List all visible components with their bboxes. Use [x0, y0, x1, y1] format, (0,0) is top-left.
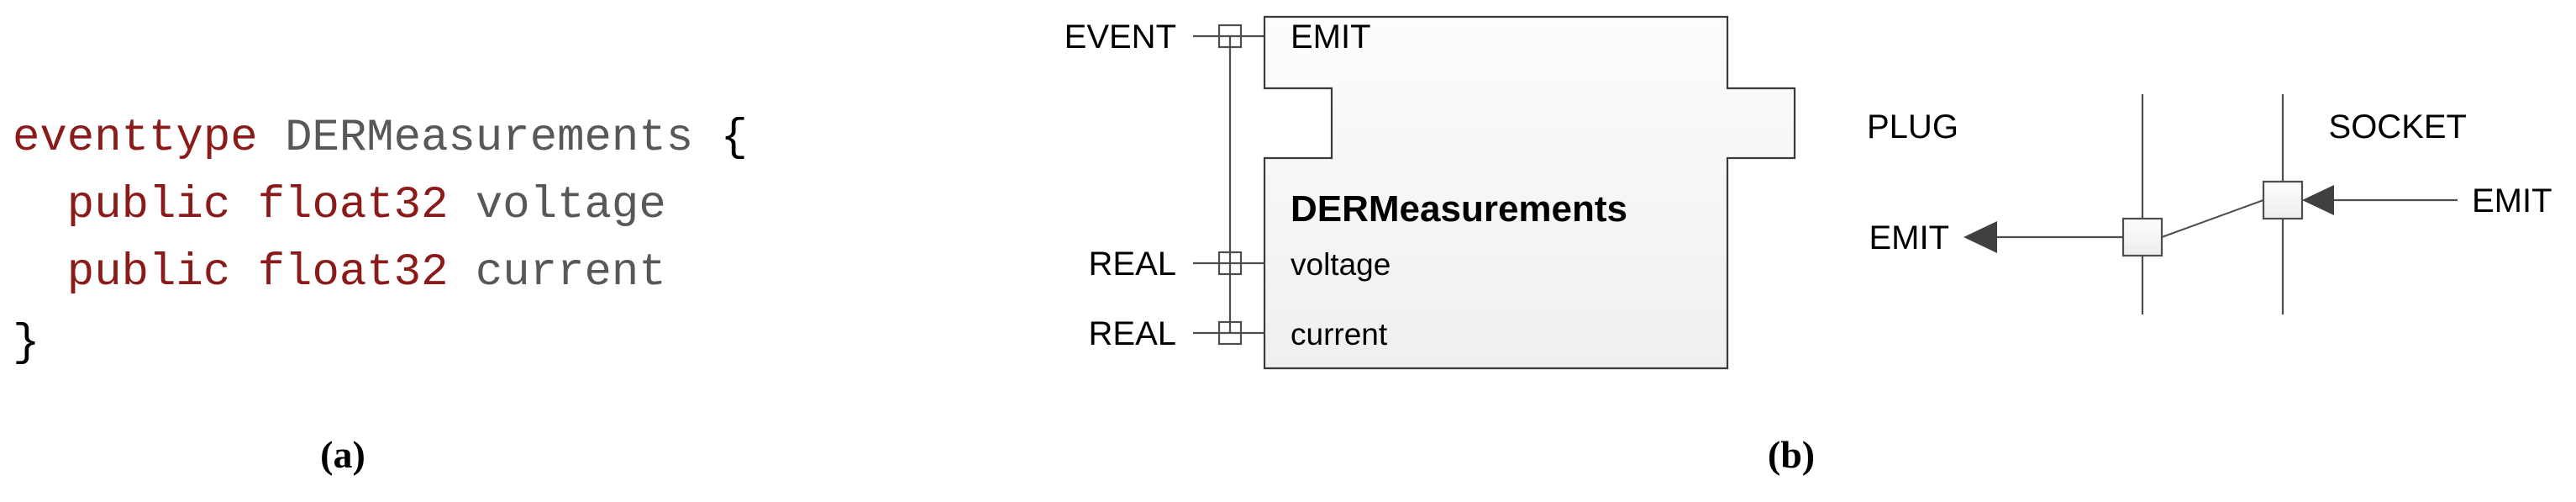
code-line-4: }	[13, 321, 39, 367]
internal-connector	[2161, 199, 2264, 238]
port-square-real-2[interactable]	[1217, 320, 1243, 346]
code-space	[258, 113, 285, 164]
message-label-emit-right: EMIT	[2472, 182, 2552, 219]
block-field-voltage: voltage	[1291, 247, 1391, 282]
code-keyword-public-float32-voltage: public float32	[13, 180, 449, 231]
port-square-event[interactable]	[1217, 24, 1243, 49]
code-keyword-public-float32-current: public float32	[13, 247, 449, 299]
arrowhead-emit-out	[1964, 221, 1997, 253]
function-block-group: EVENT REAL REAL EMIT DERMeasurements vol…	[1065, 15, 1796, 370]
block-field-current: current	[1291, 317, 1388, 351]
code-space-2	[693, 113, 720, 164]
code-listing-panel: eventtype DERMeasurements { public float…	[0, 0, 941, 404]
caption-a: (a)	[320, 433, 365, 476]
role-label-plug: PLUG	[1867, 108, 1958, 145]
code-identifier-current: current	[475, 247, 666, 299]
role-label-socket: SOCKET	[2329, 108, 2467, 145]
activation-box-socket[interactable]	[2262, 180, 2304, 220]
code-identifier-type-name: DERMeasurements	[285, 113, 694, 164]
port-square-real-1[interactable]	[1217, 251, 1243, 276]
block-port-name-emit: EMIT	[1291, 18, 1371, 55]
diagram-panel: EVENT REAL REAL EMIT DERMeasurements vol…	[949, 0, 2576, 404]
activation-box-plug[interactable]	[2121, 217, 2163, 257]
port-type-label-real-2: REAL	[1089, 315, 1177, 352]
code-brace-close: }	[13, 318, 40, 369]
code-brace-open: {	[720, 113, 748, 164]
message-label-emit-left: EMIT	[1869, 219, 1949, 256]
arrowhead-emit-in	[2302, 185, 2334, 215]
code-line-2: public float32 voltage	[13, 183, 666, 229]
code-identifier-voltage: voltage	[475, 180, 666, 231]
code-space-4	[448, 247, 475, 299]
code-space-3	[448, 180, 475, 231]
code-line-1: eventtype DERMeasurements {	[13, 116, 748, 161]
port-type-label-event: EVENT	[1065, 18, 1176, 55]
block-title: DERMeasurements	[1291, 188, 1627, 230]
caption-b: (b)	[1767, 433, 1816, 476]
plug-socket-group: PLUG SOCKET EMIT EMIT	[1867, 94, 2552, 314]
function-block-shape[interactable]	[1263, 15, 1796, 370]
code-keyword-eventtype: eventtype	[13, 113, 258, 164]
code-line-3: public float32 current	[13, 251, 666, 296]
port-type-label-real-1: REAL	[1089, 246, 1177, 283]
